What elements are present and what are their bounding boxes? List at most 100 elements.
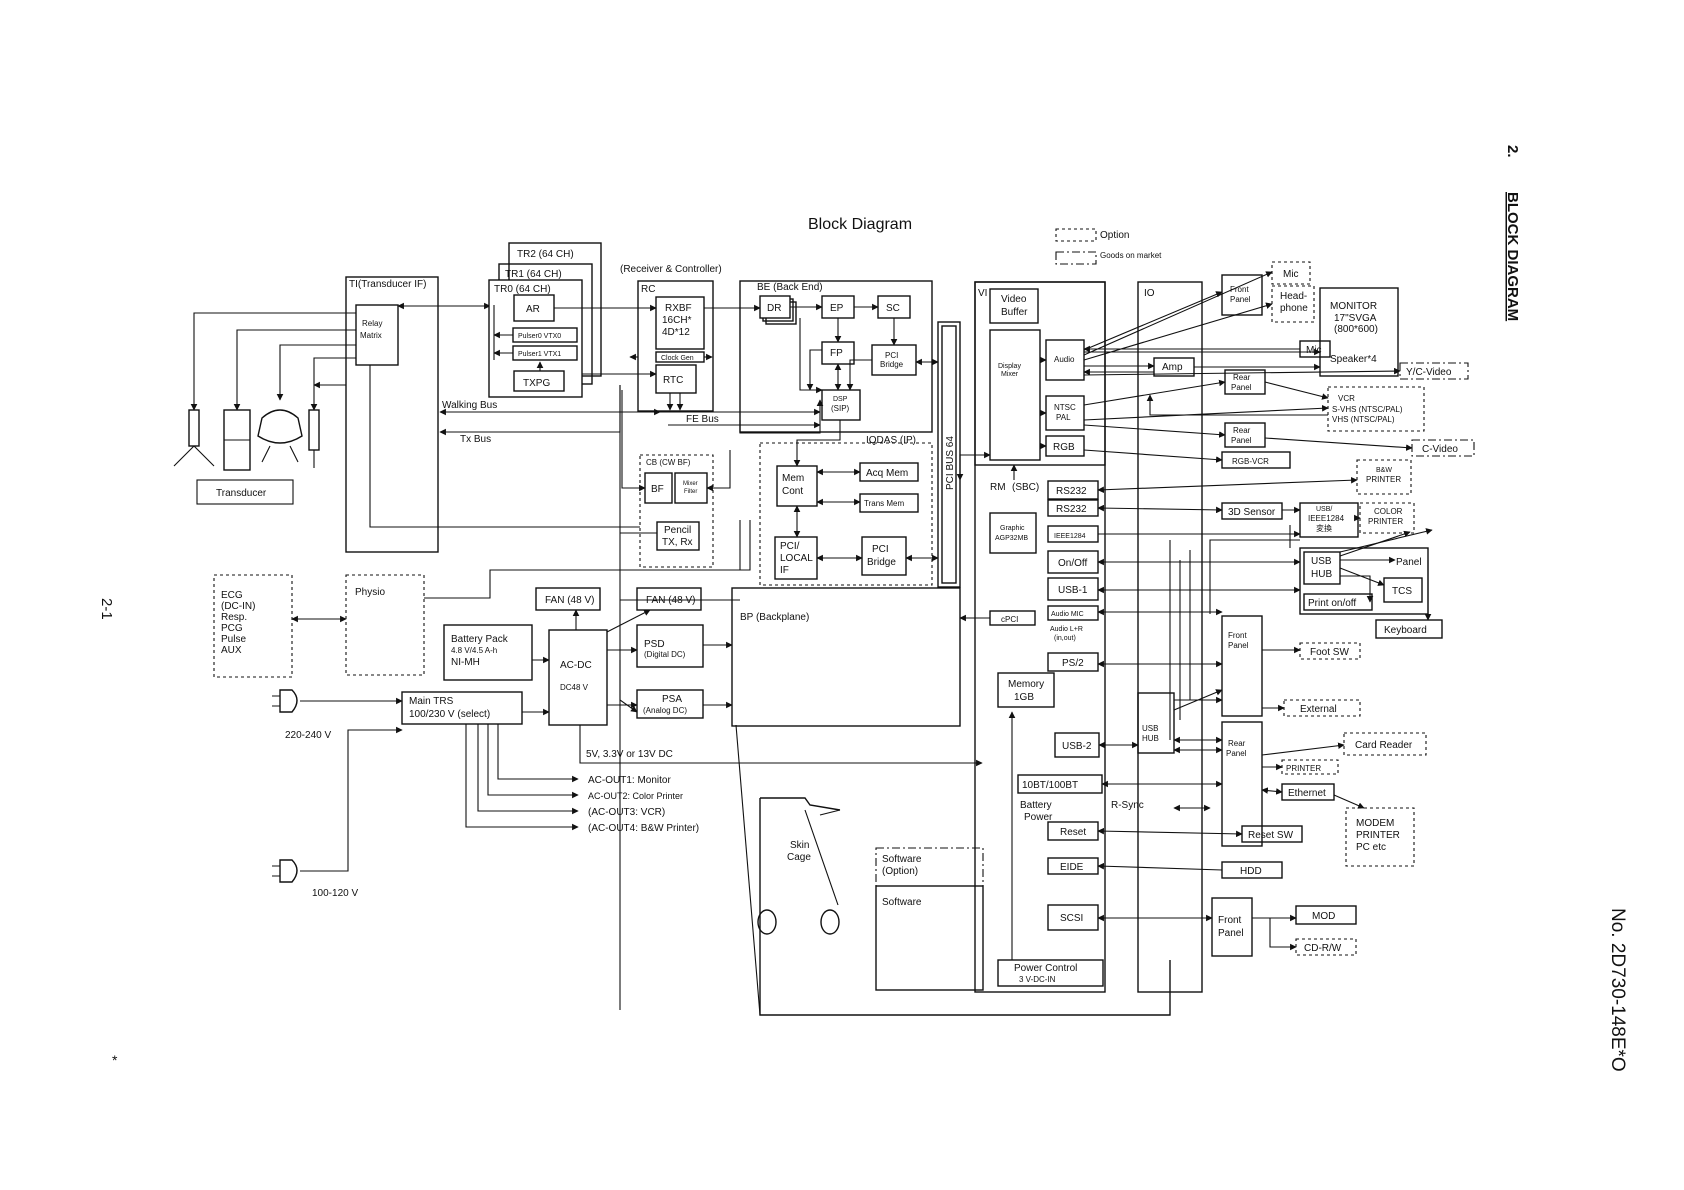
power-section: ECG (DC-IN) Resp. PCG Pulse AUX Physio F… xyxy=(213,574,1171,1016)
usb1-label: USB-1 xyxy=(1058,585,1088,596)
keyboard-label: Keyboard xyxy=(1384,625,1427,636)
usb-hub-label-1: USB xyxy=(1311,556,1332,567)
psa-label-2: (Analog DC) xyxy=(643,706,687,715)
display-mixer-label-1: Display xyxy=(998,363,1021,370)
rs232a-label: RS232 xyxy=(1056,486,1087,497)
transducer-label: Transducer xyxy=(216,488,267,499)
pulser1-label: Pulser1 VTX1 xyxy=(518,351,561,358)
software-label: Software xyxy=(882,897,922,908)
usb-ieee-label-1: USB/ xyxy=(1316,506,1332,513)
video-buffer-label-2: Buffer xyxy=(1001,307,1028,318)
pencil-label-1: Pencil xyxy=(664,525,691,536)
headphone-label-1: Head- xyxy=(1280,291,1307,302)
onoff-label: On/Off xyxy=(1058,558,1087,569)
be-section: BE (Back End) DR EP SC FP PCI Bridge DSP… xyxy=(704,280,939,586)
ecg-label-5: Pulse xyxy=(221,634,246,645)
audio-mic-label: Audio MIC xyxy=(1051,611,1084,618)
cpci-label: cPCI xyxy=(1001,615,1018,624)
battery-label-3: NI-MH xyxy=(451,657,480,668)
pci-bridge2-label-1: PCI xyxy=(872,544,889,555)
yc-video-label: Y/C-Video xyxy=(1406,367,1452,378)
software-option-label-2: (Option) xyxy=(882,866,918,877)
ntsc-label-2: PAL xyxy=(1056,413,1071,422)
front-panel-a-label-1: Front xyxy=(1230,285,1249,294)
mixer-label-1: Mixer xyxy=(683,481,698,487)
eide-label: EIDE xyxy=(1060,862,1084,873)
audio-lr-label-2: (in,out) xyxy=(1054,635,1076,642)
pci-bus-label: PCI BUS 64 xyxy=(945,436,956,490)
usb-ieee-label-3: 変換 xyxy=(1316,523,1332,533)
rear-panel-b-label-2: Panel xyxy=(1231,436,1252,445)
sbc-label: (SBC) xyxy=(1012,482,1039,493)
front-panel-b-label-2: Panel xyxy=(1228,641,1249,650)
ecg-label-4: PCG xyxy=(221,623,243,634)
pci-bus: PCI BUS 64 xyxy=(937,321,961,588)
foot-sw-label: Foot SW xyxy=(1310,647,1349,658)
ethernet-label: Ethernet xyxy=(1288,788,1326,799)
rgb-vcr-label: RGB-VCR xyxy=(1232,457,1269,466)
rear-panel-c-label-1: Rear xyxy=(1228,739,1246,748)
rear-panel-c-label-2: Panel xyxy=(1226,749,1247,758)
acout2-label: AC-OUT2: Color Printer xyxy=(588,791,683,801)
memory-label-1: Memory xyxy=(1008,679,1044,690)
ep-label: EP xyxy=(830,303,844,314)
cb-label: CB (CW BF) xyxy=(646,458,691,467)
rgb-label: RGB xyxy=(1053,442,1075,453)
front-panel-c-label-2: Panel xyxy=(1218,928,1244,939)
monitor-label-2: 17"SVGA xyxy=(1334,313,1377,324)
graphic-label-1: Graphic xyxy=(1000,525,1025,532)
pci-bridge2-label-2: Bridge xyxy=(867,557,896,568)
section-number: 2. xyxy=(1504,145,1521,158)
sc-label: SC xyxy=(886,303,900,314)
txpg-label: TXPG xyxy=(523,378,550,389)
relay-label-2: Matrix xyxy=(360,331,382,340)
legend: Option Goods on market xyxy=(1055,228,1162,265)
be-label: BE (Back End) xyxy=(757,282,823,293)
rsync-label: R-Sync xyxy=(1111,800,1144,811)
audio-lr-label-1: Audio L+R xyxy=(1050,626,1083,633)
front-panel-b-label-1: Front xyxy=(1228,631,1247,640)
rxbf-label-2: 16CH* xyxy=(662,315,692,326)
video-buffer-label-1: Video xyxy=(1001,294,1027,305)
scsi-label: SCSI xyxy=(1060,913,1083,924)
print-onoff-label: Print on/off xyxy=(1308,598,1356,609)
tcs-label: TCS xyxy=(1392,586,1412,597)
rxbf-label-1: RXBF xyxy=(665,303,692,314)
front-panel-a-label-2: Panel xyxy=(1230,295,1251,304)
rtc-label: RTC xyxy=(663,375,683,386)
tr2-label: TR2 (64 CH) xyxy=(517,249,574,260)
modem-label-3: PC etc xyxy=(1356,842,1386,853)
bw-printer-label-1: B&W xyxy=(1376,467,1392,474)
printer-label: PRINTER xyxy=(1286,764,1321,773)
page-header: 2. BLOCK DIAGRAM No. 2D730-148E*O 2-1 * … xyxy=(98,145,1628,1072)
relay-label-1: Relay xyxy=(362,319,382,328)
transmitter-section: TR2 (64 CH) TR1 (64 CH) TR0 (64 CH) AR P… xyxy=(488,242,602,398)
pulser0-label: Pulser0 VTX0 xyxy=(518,333,561,340)
usb-ieee-label-2: IEEE1284 xyxy=(1308,514,1345,523)
front-panel-c-label-1: Front xyxy=(1218,915,1242,926)
memory-label-2: 1GB xyxy=(1014,692,1034,703)
power-control-label-1: Power Control xyxy=(1014,963,1077,974)
amp-label: Amp xyxy=(1162,362,1183,373)
trans-mem-label: Trans Mem xyxy=(864,499,904,508)
software-section: Software (Option) Software xyxy=(875,847,984,991)
battery-label-1: Battery Pack xyxy=(451,634,509,645)
recv-label: (Receiver & Controller) xyxy=(620,264,722,275)
card-reader-label: Card Reader xyxy=(1355,740,1413,751)
ar-label: AR xyxy=(526,304,540,315)
io-label: IO xyxy=(1144,288,1155,299)
battery-label-2: 4.8 V/4.5 A-h xyxy=(451,646,497,655)
legend-option: Option xyxy=(1100,230,1129,241)
audio-label: Audio xyxy=(1054,355,1075,364)
headphone-label-2: phone xyxy=(1280,303,1308,314)
bp-label: BP (Backplane) xyxy=(740,612,809,623)
rear-panel-b-label-1: Rear xyxy=(1233,426,1251,435)
external-label: External xyxy=(1300,704,1337,715)
battery-power-label-2: Power xyxy=(1024,812,1053,823)
usb-hub-b-label-2: HUB xyxy=(1142,734,1159,743)
rear-panel-a-label-2: Panel xyxy=(1231,383,1252,392)
bw-printer-label-2: PRINTER xyxy=(1366,475,1401,484)
vi-rm-section: VI Video Buffer Display Mixer Audio NTSC… xyxy=(956,281,1144,993)
fe-bus-label: FE Bus xyxy=(686,414,719,425)
